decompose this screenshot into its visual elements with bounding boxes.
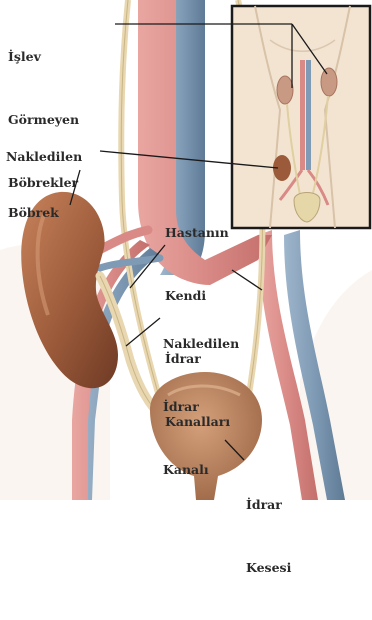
label-nakledilen-idrar-kanali: Nakledilen İdrar Kanalı xyxy=(163,291,239,522)
kidney-transplant-diagram: İşlev Görmeyen Böbrekler Nakledilen Böbr… xyxy=(0,0,372,500)
label-bobrek: Böbrek xyxy=(8,160,59,265)
leader-kendi-right xyxy=(232,270,262,290)
label-idrar-kesesi: İdrar Kesesi xyxy=(246,452,291,620)
